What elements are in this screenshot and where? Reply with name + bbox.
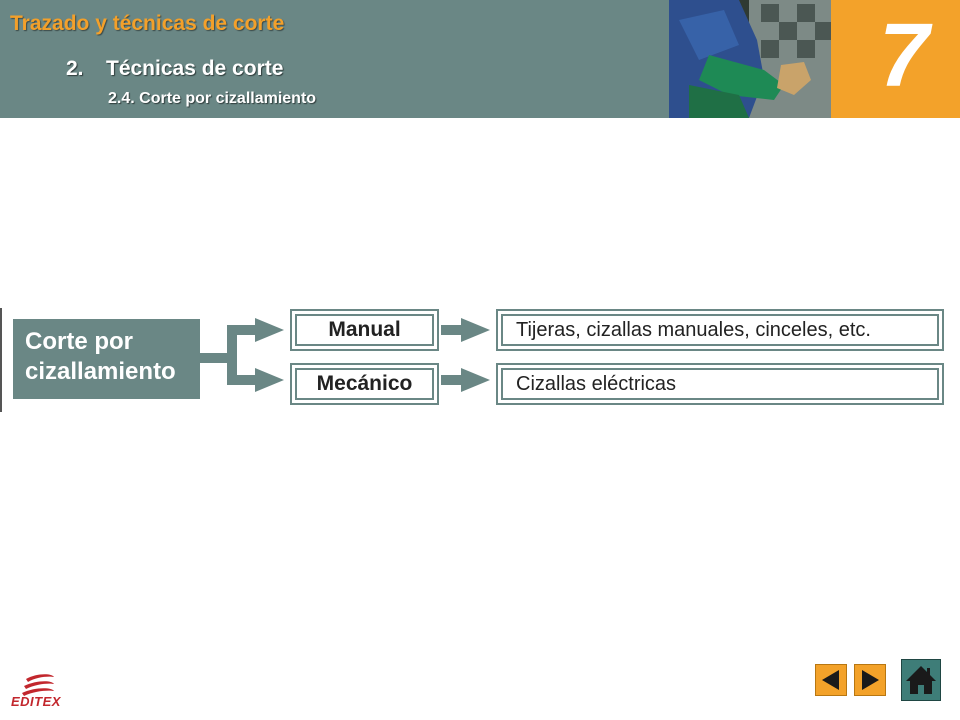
header-photo — [669, 0, 831, 118]
description-mecanico: Cizallas eléctricas — [496, 363, 944, 405]
section-number: 2. — [66, 57, 84, 80]
section-title: Técnicas de corte — [106, 57, 284, 80]
prev-arrow-icon — [822, 670, 839, 690]
previous-slide-button[interactable] — [815, 664, 847, 696]
chapter-badge: 7 — [831, 0, 960, 118]
home-icon — [906, 666, 936, 694]
chapter-number: 7 — [878, 6, 930, 106]
next-arrow-icon — [862, 670, 879, 690]
root-node: Corte por cizallamiento — [13, 319, 200, 399]
next-slide-button[interactable] — [854, 664, 886, 696]
home-button[interactable] — [901, 659, 941, 701]
category-mecanico: Mecánico — [290, 363, 439, 405]
connector-arrows — [200, 318, 490, 392]
category-manual: Manual — [290, 309, 439, 351]
editex-logo-icon — [22, 674, 54, 696]
welder-photo-illustration — [669, 0, 831, 118]
editex-logo-text: EDITEX — [11, 694, 61, 709]
cutting-methods-diagram: Corte por cizallamiento Manual Mecánico … — [0, 305, 960, 415]
section-heading: 2. Técnicas de corte — [66, 57, 283, 81]
header-bar: Trazado y técnicas de corte 2. Técnicas d… — [0, 0, 960, 118]
description-manual: Tijeras, cizallas manuales, cinceles, et… — [496, 309, 944, 351]
subsection-heading: 2.4. Corte por cizallamiento — [108, 90, 317, 107]
presentation-title: Trazado y técnicas de corte — [10, 12, 285, 35]
left-divider-line — [0, 308, 2, 412]
